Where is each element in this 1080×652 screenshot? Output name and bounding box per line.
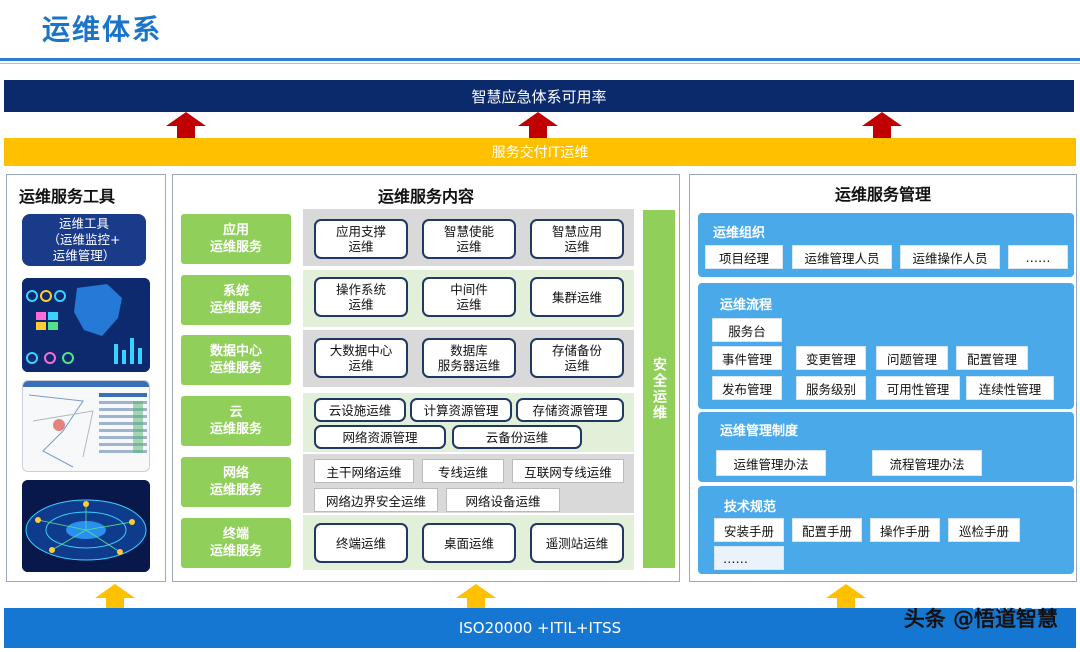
page-title: 运维体系: [42, 13, 163, 46]
item-smart-enable: 智慧使能 运维: [422, 219, 516, 259]
gold-arrow-up-icon: [826, 584, 866, 610]
tools-panel-title: 运维服务工具: [19, 187, 116, 206]
org-item-admin: 运维管理人员: [792, 245, 892, 269]
dashboard-screenshot-3: [22, 480, 150, 572]
item-os: 操作系统 运维: [314, 277, 408, 317]
item-cluster: 集群运维: [530, 277, 624, 317]
item-bigdata: 大数据中心 运维: [314, 338, 408, 378]
spec-item-install: 安装手册: [714, 518, 784, 542]
spec-item-operation: 操作手册: [870, 518, 940, 542]
watermark-sub: 方案经理: [972, 592, 1044, 613]
spec-item-config: 配置手册: [792, 518, 862, 542]
item-cloud-facility: 云设施运维: [314, 398, 406, 422]
row-label-system: 系统 运维服务: [181, 275, 291, 325]
policy-item-ops: 运维管理办法: [716, 450, 826, 476]
process-item-sla: 服务级别: [796, 376, 866, 400]
org-item-operator: 运维操作人员: [900, 245, 1000, 269]
process-item-problem: 问题管理: [876, 346, 948, 370]
security-ops-column: 安全运维: [643, 210, 675, 568]
item-database: 数据库 服务器运维: [422, 338, 516, 378]
item-network-resource: 网络资源管理: [314, 425, 446, 449]
gold-arrow-up-icon: [95, 584, 135, 610]
spec-item-more: ……: [714, 546, 784, 570]
item-network-device: 网络设备运维: [446, 488, 560, 512]
row-label-terminal: 终端 运维服务: [181, 518, 291, 568]
row-label-network: 网络 运维服务: [181, 457, 291, 507]
org-item-more: ……: [1008, 245, 1068, 269]
item-middleware: 中间件 运维: [422, 277, 516, 317]
process-item-change: 变更管理: [796, 346, 866, 370]
title-divider-thin: [0, 63, 1080, 64]
item-terminal: 终端运维: [314, 523, 408, 563]
process-item-servicedesk: 服务台: [712, 318, 782, 342]
process-item-continuity: 连续性管理: [966, 376, 1054, 400]
red-arrow-up-icon: [518, 112, 558, 138]
ops-tool-box: 运维工具 （运维监控+ 运维管理）: [22, 214, 146, 266]
item-app-support: 应用支撑 运维: [314, 219, 408, 259]
title-divider: [0, 58, 1080, 61]
item-cloud-backup: 云备份运维: [452, 425, 582, 449]
service-delivery-banner: 服务交付IT运维: [4, 138, 1076, 166]
item-network-boundary: 网络边界安全运维: [314, 488, 438, 512]
gold-arrow-up-icon: [456, 584, 496, 610]
content-panel-title: 运维服务内容: [377, 187, 474, 206]
mgmt-spec-title: 技术规范: [724, 500, 777, 515]
mgmt-org-title: 运维组织: [713, 226, 766, 241]
row-label-cloud: 云 运维服务: [181, 396, 291, 446]
item-telemetry: 遥测站运维: [530, 523, 624, 563]
mgmt-policy-title: 运维管理制度: [720, 424, 799, 439]
availability-banner: 智慧应急体系可用率: [4, 80, 1074, 112]
mgmt-process-title: 运维流程: [720, 298, 773, 313]
item-desktop: 桌面运维: [422, 523, 516, 563]
policy-item-process: 流程管理办法: [872, 450, 982, 476]
spec-item-inspection: 巡检手册: [948, 518, 1020, 542]
item-compute-resource: 计算资源管理: [410, 398, 512, 422]
dashboard-screenshot-1: [22, 278, 150, 372]
process-item-incident: 事件管理: [712, 346, 782, 370]
item-internet-line: 互联网专线运维: [512, 459, 624, 483]
org-item-pm: 项目经理: [705, 245, 783, 269]
dashboard-screenshot-2: [22, 380, 150, 472]
item-leased-line: 专线运维: [422, 459, 504, 483]
row-label-app: 应用 运维服务: [181, 214, 291, 264]
item-backbone: 主干网络运维: [314, 459, 414, 483]
item-smart-app: 智慧应用 运维: [530, 219, 624, 259]
process-item-config: 配置管理: [956, 346, 1028, 370]
red-arrow-up-icon: [166, 112, 206, 138]
item-storage-backup: 存储备份 运维: [530, 338, 624, 378]
process-item-release: 发布管理: [712, 376, 782, 400]
row-label-datacenter: 数据中心 运维服务: [181, 335, 291, 385]
process-item-availability: 可用性管理: [876, 376, 960, 400]
item-storage-resource: 存储资源管理: [516, 398, 624, 422]
standards-banner: ISO20000 +ITIL+ITSS: [4, 608, 1076, 648]
watermark: 头条 @悟道智慧: [903, 607, 1058, 631]
red-arrow-up-icon: [862, 112, 902, 138]
mgmt-panel-title: 运维服务管理: [834, 185, 931, 204]
